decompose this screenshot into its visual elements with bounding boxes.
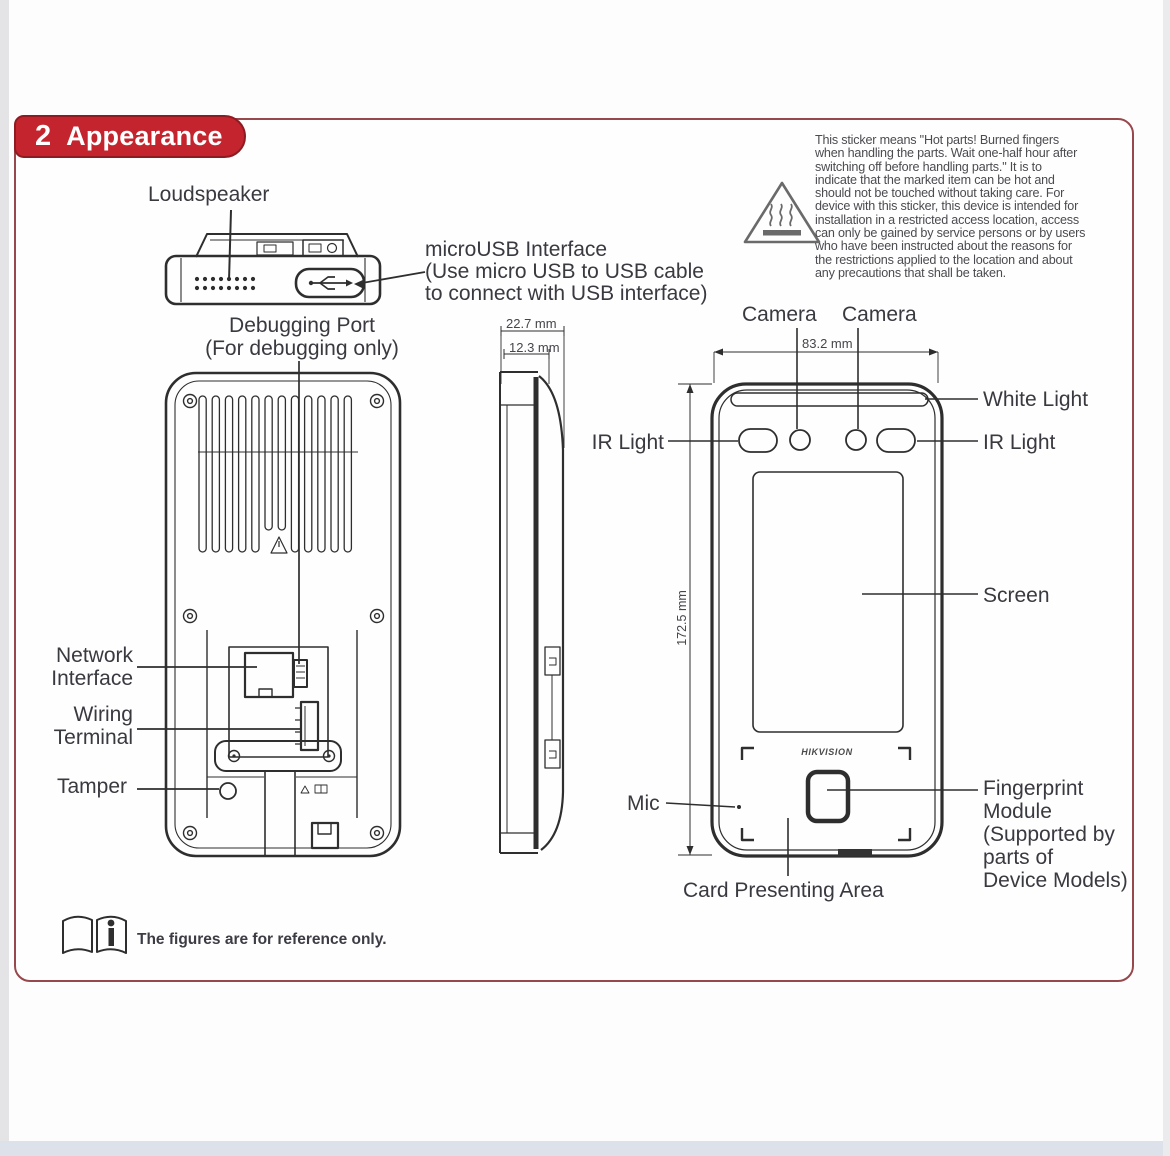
white-light-part — [730, 392, 929, 407]
fingerprint-module-label: Fingerprint Module (Supported by parts o… — [983, 777, 1128, 892]
cable-channel — [264, 771, 296, 855]
section-title: Appearance — [66, 121, 223, 151]
screen-label: Screen — [983, 584, 1050, 607]
dim-inner-depth: 12.3 mm — [509, 340, 560, 355]
mic-hole — [737, 805, 741, 809]
content-box — [14, 118, 1134, 982]
network-port — [243, 651, 295, 699]
hot-surface-warning-icon — [743, 181, 821, 244]
loudspeaker-holes — [194, 276, 256, 291]
card-area-brackets — [740, 746, 912, 842]
sticker-note: This sticker means "Hot parts! Burned fi… — [815, 133, 1086, 280]
loudspeaker-label: Loudspeaker — [148, 183, 270, 206]
book-info-icon — [62, 915, 127, 954]
debug-connector — [293, 659, 308, 688]
back-view-drawing — [137, 361, 402, 858]
ir-light-label-left: IR Light — [591, 431, 664, 454]
side-view-drawing — [499, 326, 565, 854]
camera-right-part — [845, 429, 867, 451]
microusb-label: microUSB Interface (Use micro USB to USB… — [425, 238, 708, 305]
page-edge-bottom — [0, 1141, 1170, 1156]
section-banner: 2 Appearance — [14, 115, 246, 158]
microusb-leader — [361, 271, 426, 284]
fingerprint-part — [805, 769, 851, 824]
warning-triangle-mark — [270, 536, 288, 554]
heat-sink-fins — [198, 395, 358, 553]
dim-height: 172.5 mm — [675, 590, 689, 646]
wiring-terminal-part — [299, 700, 320, 752]
mic-leader — [665, 802, 736, 808]
ir-light-left-part — [738, 428, 778, 453]
camera-label-right: Camera — [842, 303, 917, 326]
screen-part — [752, 471, 904, 733]
card-presenting-area-label: Card Presenting Area — [683, 879, 884, 902]
page-edge-left — [0, 0, 9, 1156]
reference-note: The figures are for reference only. — [137, 931, 387, 948]
tamper-part — [219, 782, 237, 800]
front-view-drawing — [665, 328, 978, 876]
pcb-area — [228, 646, 329, 758]
mic-label: Mic — [627, 792, 660, 815]
tamper-label: Tamper — [57, 775, 128, 798]
white-light-label: White Light — [983, 388, 1089, 411]
wiring-terminal-label: Wiring Terminal — [53, 703, 133, 749]
loudspeaker-leader — [228, 209, 232, 282]
section-number: 2 — [35, 120, 52, 152]
ir-light-label-right: IR Light — [983, 431, 1056, 454]
debug-port-label: Debugging Port (For debugging only) — [205, 314, 399, 360]
camera-label-left: Camera — [742, 303, 817, 326]
network-interface-label: Network Interface — [51, 644, 133, 690]
usb-icon — [308, 276, 353, 290]
screws — [182, 393, 385, 841]
mounting-bracket — [214, 740, 342, 772]
top-view-drawing — [164, 209, 426, 306]
dim-width: 83.2 mm — [802, 336, 853, 351]
ir-light-right-part — [876, 428, 916, 453]
dim-depth: 22.7 mm — [506, 316, 557, 331]
brand-logo: HIKVISION — [801, 747, 853, 757]
camera-left-part — [789, 429, 811, 451]
page-edge-right — [1163, 0, 1170, 1156]
